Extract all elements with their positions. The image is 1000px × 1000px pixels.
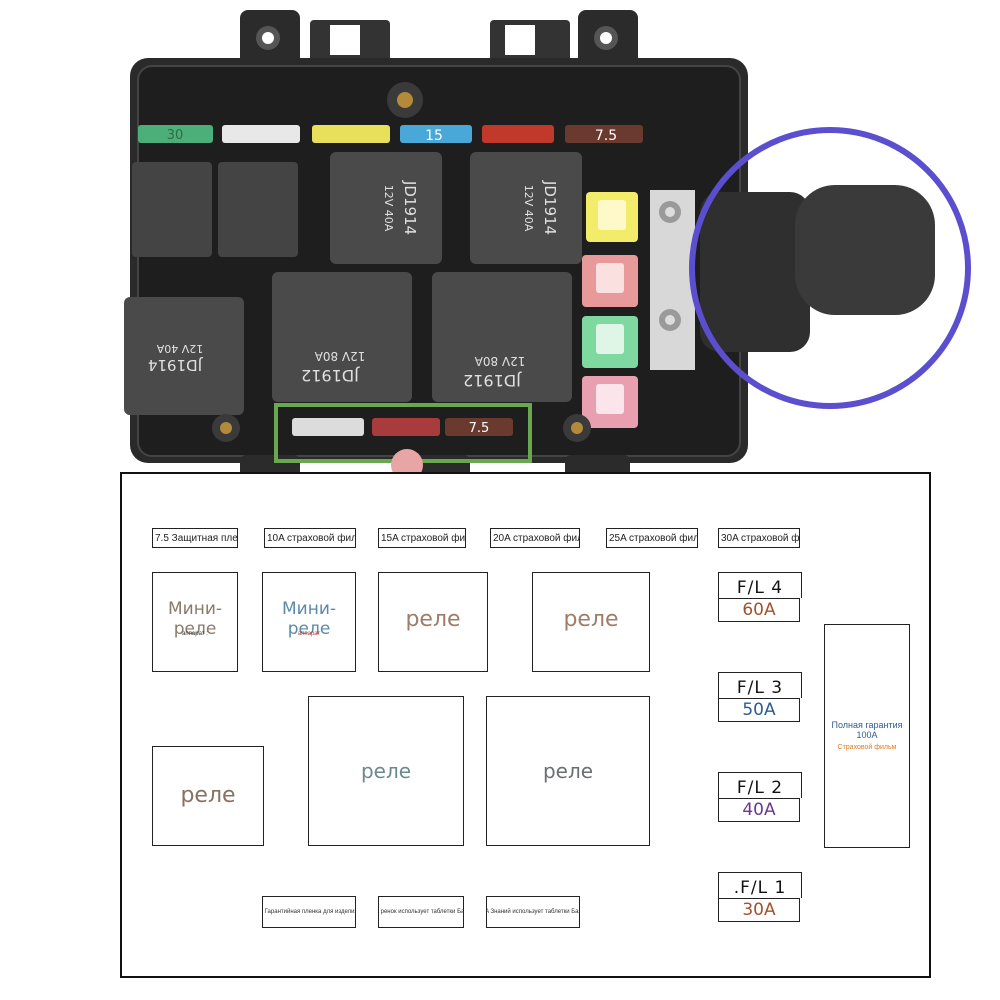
cable-grommet xyxy=(700,185,935,352)
mounting-tab-top-left xyxy=(240,10,300,70)
mini-relay-slot-2: Мини-реле аппарат xyxy=(262,572,356,672)
relay-slot-left: реле xyxy=(152,746,264,846)
mini-relay-sub: аппарат xyxy=(297,631,321,637)
svg-text:JD1914: JD1914 xyxy=(148,356,203,374)
fusible-link-1-name: .F/L 1 xyxy=(718,872,802,898)
mini-relay-sub: аппарат : xyxy=(182,631,208,637)
relay-top-left: JD1914 12V 40A xyxy=(330,152,442,264)
mini-fuse-brown xyxy=(565,125,643,143)
relay-slot-top-1: реле xyxy=(378,572,488,672)
fuse-label-15a: 15A страховой фильм xyxy=(378,528,466,548)
relay-label: реле xyxy=(563,607,619,632)
relay-slot-large-2: реле xyxy=(486,696,650,846)
fusible-link-2-rating: 40A xyxy=(718,798,800,822)
svg-text:JD1912: JD1912 xyxy=(301,366,360,385)
fusible-link-2-name: F/L 2 xyxy=(718,772,802,798)
mini-relay-title: Мини-реле xyxy=(281,599,336,639)
mounting-tab-top-mid-left xyxy=(310,20,390,65)
mini-relay-2 xyxy=(218,162,298,257)
relay-middle-right: JD1912 12V 80A xyxy=(432,272,572,402)
svg-text:JD1912: JD1912 xyxy=(463,371,522,390)
relay-middle-left: JD1914 12V 40A xyxy=(124,297,244,415)
relay-slot-top-2: реле xyxy=(532,572,650,672)
highlight-circle xyxy=(689,127,971,409)
mounting-tab-top-mid-right xyxy=(490,20,570,65)
relay-label: реле xyxy=(360,759,412,783)
fuse-row-bottom: 7.5 xyxy=(292,418,513,436)
warranty-line-2: Страховой фильм xyxy=(837,744,897,751)
fusible-link-1: .F/L 1 30A xyxy=(718,872,802,922)
fuse-label-20a: 20A страховой фильм xyxy=(490,528,580,548)
svg-text:7.5: 7.5 xyxy=(595,128,617,144)
fusible-link-3-name: F/L 3 xyxy=(718,672,802,698)
relay-middle-center: JD1912 12V 80A xyxy=(272,272,412,402)
svg-text:15: 15 xyxy=(425,128,443,144)
terminal-studs xyxy=(650,190,695,370)
layout-diagram: 7.5 Защитная пленка 10A страховой фильм … xyxy=(120,472,931,978)
svg-text:JD1914: JD1914 xyxy=(401,180,419,235)
svg-text:12V 80A: 12V 80A xyxy=(314,349,366,363)
relay-label: реле xyxy=(405,607,461,632)
warranty-box: Полная гарантия 100A Страховой фильм xyxy=(824,624,910,848)
fusible-link-1-rating: 30A xyxy=(718,898,800,922)
svg-text:12V 40A: 12V 40A xyxy=(522,185,535,232)
mini-fuse-green xyxy=(138,125,213,143)
fuse-label-30a: 30A страховой фильм xyxy=(718,528,800,548)
mini-fuse-red xyxy=(482,125,554,143)
fusible-link-2: F/L 2 40A xyxy=(718,772,802,822)
fuse-row-top: 30 15 7.5 xyxy=(138,125,643,144)
mini-fuse-yellow xyxy=(312,125,390,143)
fusible-link-3: F/L 3 50A xyxy=(718,672,802,722)
svg-text:30: 30 xyxy=(167,128,184,143)
bottom-fuse-label-3: 15A Знаний использует таблетки Базиу xyxy=(486,896,580,928)
svg-text:JD1914: JD1914 xyxy=(541,180,559,235)
mini-fuse-blue xyxy=(400,125,472,143)
bottom-fuse-label-2: 10A ренок использует таблетки Базиу xyxy=(378,896,464,928)
mini-relay-title: Мини-реле xyxy=(167,599,222,639)
relay-slot-large-1: реле xyxy=(308,696,464,846)
fusible-links-photo xyxy=(582,192,638,428)
fuse-label-7-5a: 7.5 Защитная пленка xyxy=(152,528,238,548)
relay-label: реле xyxy=(542,759,594,783)
mini-fuse-white xyxy=(222,125,300,143)
fuse-box-photo: 30 15 7.5 JD1914 12V 40A JD1914 12V 40A … xyxy=(124,10,971,500)
svg-text:12V 80A: 12V 80A xyxy=(474,354,526,368)
relay-label: реле xyxy=(180,783,236,808)
svg-text:7.5: 7.5 xyxy=(469,421,490,436)
fuse-label-25a: 25A страховой фильм xyxy=(606,528,698,548)
mounting-tab-top-right xyxy=(578,10,638,70)
fusible-link-4-name: F/L 4 xyxy=(718,572,802,598)
bottom-fuse-label-1: 7.5 Гарантийная пленка для изделия A xyxy=(262,896,356,928)
fusible-link-3-rating: 50A xyxy=(718,698,800,722)
mini-relay-1 xyxy=(132,162,212,257)
fusible-link-4-rating: 60A xyxy=(718,598,800,622)
svg-text:12V 40A: 12V 40A xyxy=(382,185,395,232)
fuse-label-10a: 10A страховой фильм xyxy=(264,528,356,548)
relay-top-right: JD1914 12V 40A xyxy=(470,152,582,264)
fusible-link-4: F/L 4 60A xyxy=(718,572,802,622)
svg-text:12V 40A: 12V 40A xyxy=(156,342,203,355)
mini-relay-slot-1: Мини-реле аппарат : xyxy=(152,572,238,672)
warranty-line-1: Полная гарантия 100A xyxy=(831,720,903,740)
